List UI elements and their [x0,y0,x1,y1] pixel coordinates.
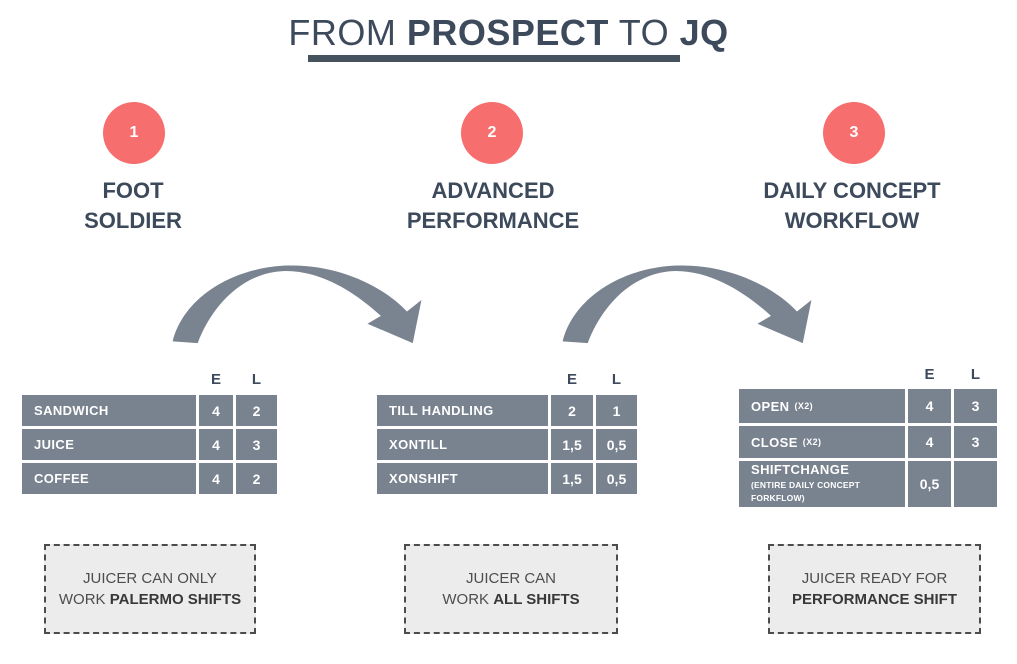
row-label-subtext: (ENTIRE DAILY CONCEPT FORKFLOW) [751,480,861,503]
table-cell-e: 0,5 [908,461,951,507]
title-underline [308,55,680,62]
table-cell-e: 4 [908,426,951,458]
note-line1: JUICER READY FOR [801,570,948,587]
table-corner [377,366,548,392]
table-cell-e: 2 [551,395,593,426]
col-header-l: L [970,365,981,383]
row-label-suffix: (X2) [802,437,822,447]
note-line2-bold: PERFORMANCE SHIFT [792,591,957,608]
note-line2-bold: PALERMO SHIFTS [109,591,242,608]
col-header-l: L [251,370,262,388]
note-line2: WORK ALL SHIFTS [442,589,579,610]
title-part: PROSPECT [406,12,609,53]
table-cell-l: 3 [954,426,997,458]
table-row-label: CLOSE (X2) [739,426,905,458]
stage-1-heading: FOOT SOLDIER [13,176,253,236]
table-cell-e: 4 [199,395,233,426]
stage-1-heading-line1: FOOT [102,178,164,203]
table-cell-l: 1 [596,395,637,426]
table-cell-e: 4 [908,389,951,423]
stage-1-heading-line2: SOLDIER [84,208,182,233]
stage-3-heading-line1: DAILY CONCEPT [763,178,941,203]
table-cell-l: 0,5 [596,463,637,494]
stage-1-table: E L SANDWICH 4 2 JUICE 4 3 COFFEE 4 2 [22,366,277,494]
curved-arrow-icon [172,265,422,344]
table-cell-l: 0,5 [596,429,637,460]
row-label-text: OPEN [751,398,790,414]
step-3-badge: 3 [823,102,885,164]
table-row-label: COFFEE [22,463,196,494]
col-header-l: L [611,370,622,388]
stage-3-heading: DAILY CONCEPT WORKFLOW [692,176,1012,236]
table-cell-l: 3 [954,389,997,423]
title-part: JQ [679,12,729,53]
table-row-label: OPEN (X2) [739,389,905,423]
note-line2: WORK PALERMO SHIFTS [59,589,241,610]
table-row-label: SHIFTCHANGE (ENTIRE DAILY CONCEPT FORKFL… [739,461,905,507]
note-line2-bold: ALL SHIFTS [493,591,580,608]
row-label-text: CLOSE [751,434,798,450]
step-2-badge: 2 [461,102,523,164]
table-cell-l: 2 [236,463,277,494]
stage-2-note-box: JUICER CAN WORK ALL SHIFTS [404,544,618,634]
table-row-label: TILL HANDLING [377,395,548,426]
row-label-text: SHIFTCHANGE [751,462,850,477]
note-line2-normal: WORK [442,591,490,608]
table-row-label: JUICE [22,429,196,460]
stage-3-table: E L OPEN (X2) 4 3 CLOSE (X2) 4 3 SHIFTCH… [739,362,997,507]
note-line1: JUICER CAN [465,570,556,587]
table-row-label: XONSHIFT [377,463,548,494]
stage-2-heading-line2: PERFORMANCE [406,208,580,233]
curved-arrow-icon [562,265,812,344]
table-cell-e: 1,5 [551,463,593,494]
table-corner [22,366,196,392]
stage-3-note-box: JUICER READY FOR PERFORMANCE SHIFT [768,544,981,634]
stage-2-table: E L TILL HANDLING 2 1 XONTILL 1,5 0,5 XO… [377,366,637,494]
note-line2: PERFORMANCE SHIFT [792,589,957,610]
table-cell-e: 1,5 [551,429,593,460]
table-cell-e: 4 [199,429,233,460]
stage-3-heading-line2: WORKFLOW [784,208,920,233]
stage-1-note-box: JUICER CAN ONLY WORK PALERMO SHIFTS [44,544,256,634]
note-line1: JUICER CAN ONLY [83,570,217,587]
table-corner [739,362,905,386]
table-row-label: SANDWICH [22,395,196,426]
stage-2-heading: ADVANCED PERFORMANCE [333,176,653,236]
title-part: TO [618,12,670,53]
page-title: FROM PROSPECT TO JQ [0,12,1017,54]
table-row-label: XONTILL [377,429,548,460]
col-header-e: E [924,365,935,383]
table-cell-l: 3 [236,429,277,460]
table-cell-l: 2 [236,395,277,426]
table-cell-e: 4 [199,463,233,494]
stage-2-heading-line1: ADVANCED [431,178,555,203]
col-header-e: E [566,370,577,388]
table-cell-l [954,461,997,507]
row-label-suffix: (X2) [794,401,814,411]
step-1-badge: 1 [103,102,165,164]
note-line2-normal: WORK [58,591,106,608]
col-header-e: E [210,370,221,388]
title-part: FROM [288,12,397,53]
